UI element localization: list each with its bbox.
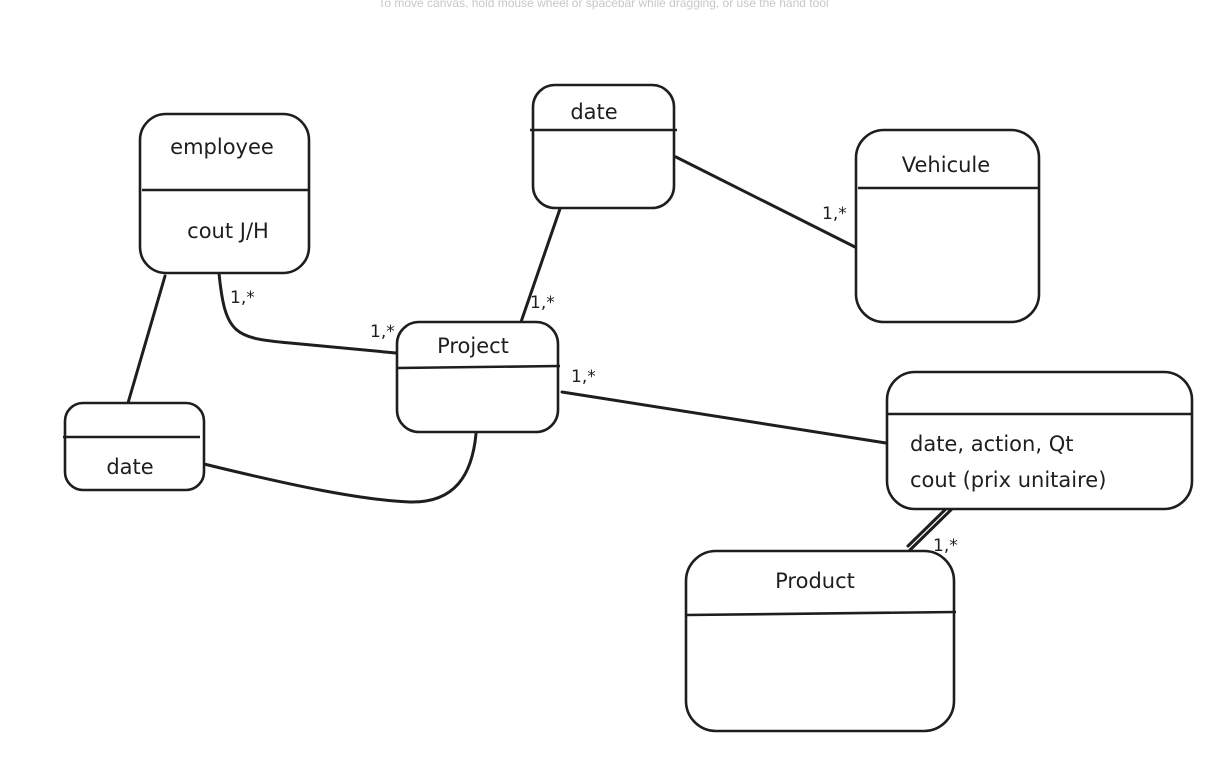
entity-date-left-body: date bbox=[106, 455, 153, 479]
entity-vehicule[interactable]: Vehicule bbox=[854, 128, 1041, 324]
entity-project-title: Project bbox=[437, 334, 509, 358]
cardinality-project-date-side: 1,* bbox=[530, 293, 555, 313]
entity-product[interactable]: Product bbox=[684, 549, 957, 733]
entity-stock-action-line2: cout (prix unitaire) bbox=[910, 468, 1106, 492]
edge-project-date-left[interactable] bbox=[202, 432, 478, 504]
cardinality-project-stock-side: 1,* bbox=[571, 367, 596, 387]
entity-employee[interactable]: employee cout J/H bbox=[138, 112, 311, 275]
entity-stock-action[interactable]: date, action, Qt cout (prix unitaire) bbox=[885, 370, 1194, 511]
entity-date-top[interactable]: date bbox=[530, 83, 677, 210]
entity-date-top-title: date bbox=[570, 100, 617, 124]
edge-date-top-vehicule[interactable] bbox=[674, 155, 857, 249]
entity-employee-body: cout J/H bbox=[187, 219, 269, 243]
entity-product-title: Product bbox=[775, 569, 855, 593]
cardinality-vehicule-side: 1,* bbox=[822, 204, 847, 224]
cardinality-employee-side: 1,* bbox=[230, 288, 255, 308]
entity-project[interactable]: Project bbox=[395, 320, 561, 434]
edge-project-date-top[interactable] bbox=[519, 201, 564, 324]
edge-employee-project[interactable] bbox=[217, 271, 398, 355]
canvas-hint: To move canvas, hold mouse wheel or spac… bbox=[378, 0, 829, 10]
entity-employee-title: employee bbox=[170, 135, 274, 159]
edge-employee-date-left[interactable] bbox=[126, 274, 167, 405]
entity-stock-action-line1: date, action, Qt bbox=[910, 432, 1073, 456]
cardinality-product-side: 1,* bbox=[933, 536, 958, 556]
entity-date-left[interactable]: date bbox=[63, 401, 206, 492]
edge-project-stock-action[interactable] bbox=[560, 390, 888, 445]
entity-vehicule-title: Vehicule bbox=[902, 153, 990, 177]
cardinality-project-employee-side: 1,* bbox=[370, 322, 395, 342]
edge-stock-action-product[interactable] bbox=[908, 501, 960, 552]
